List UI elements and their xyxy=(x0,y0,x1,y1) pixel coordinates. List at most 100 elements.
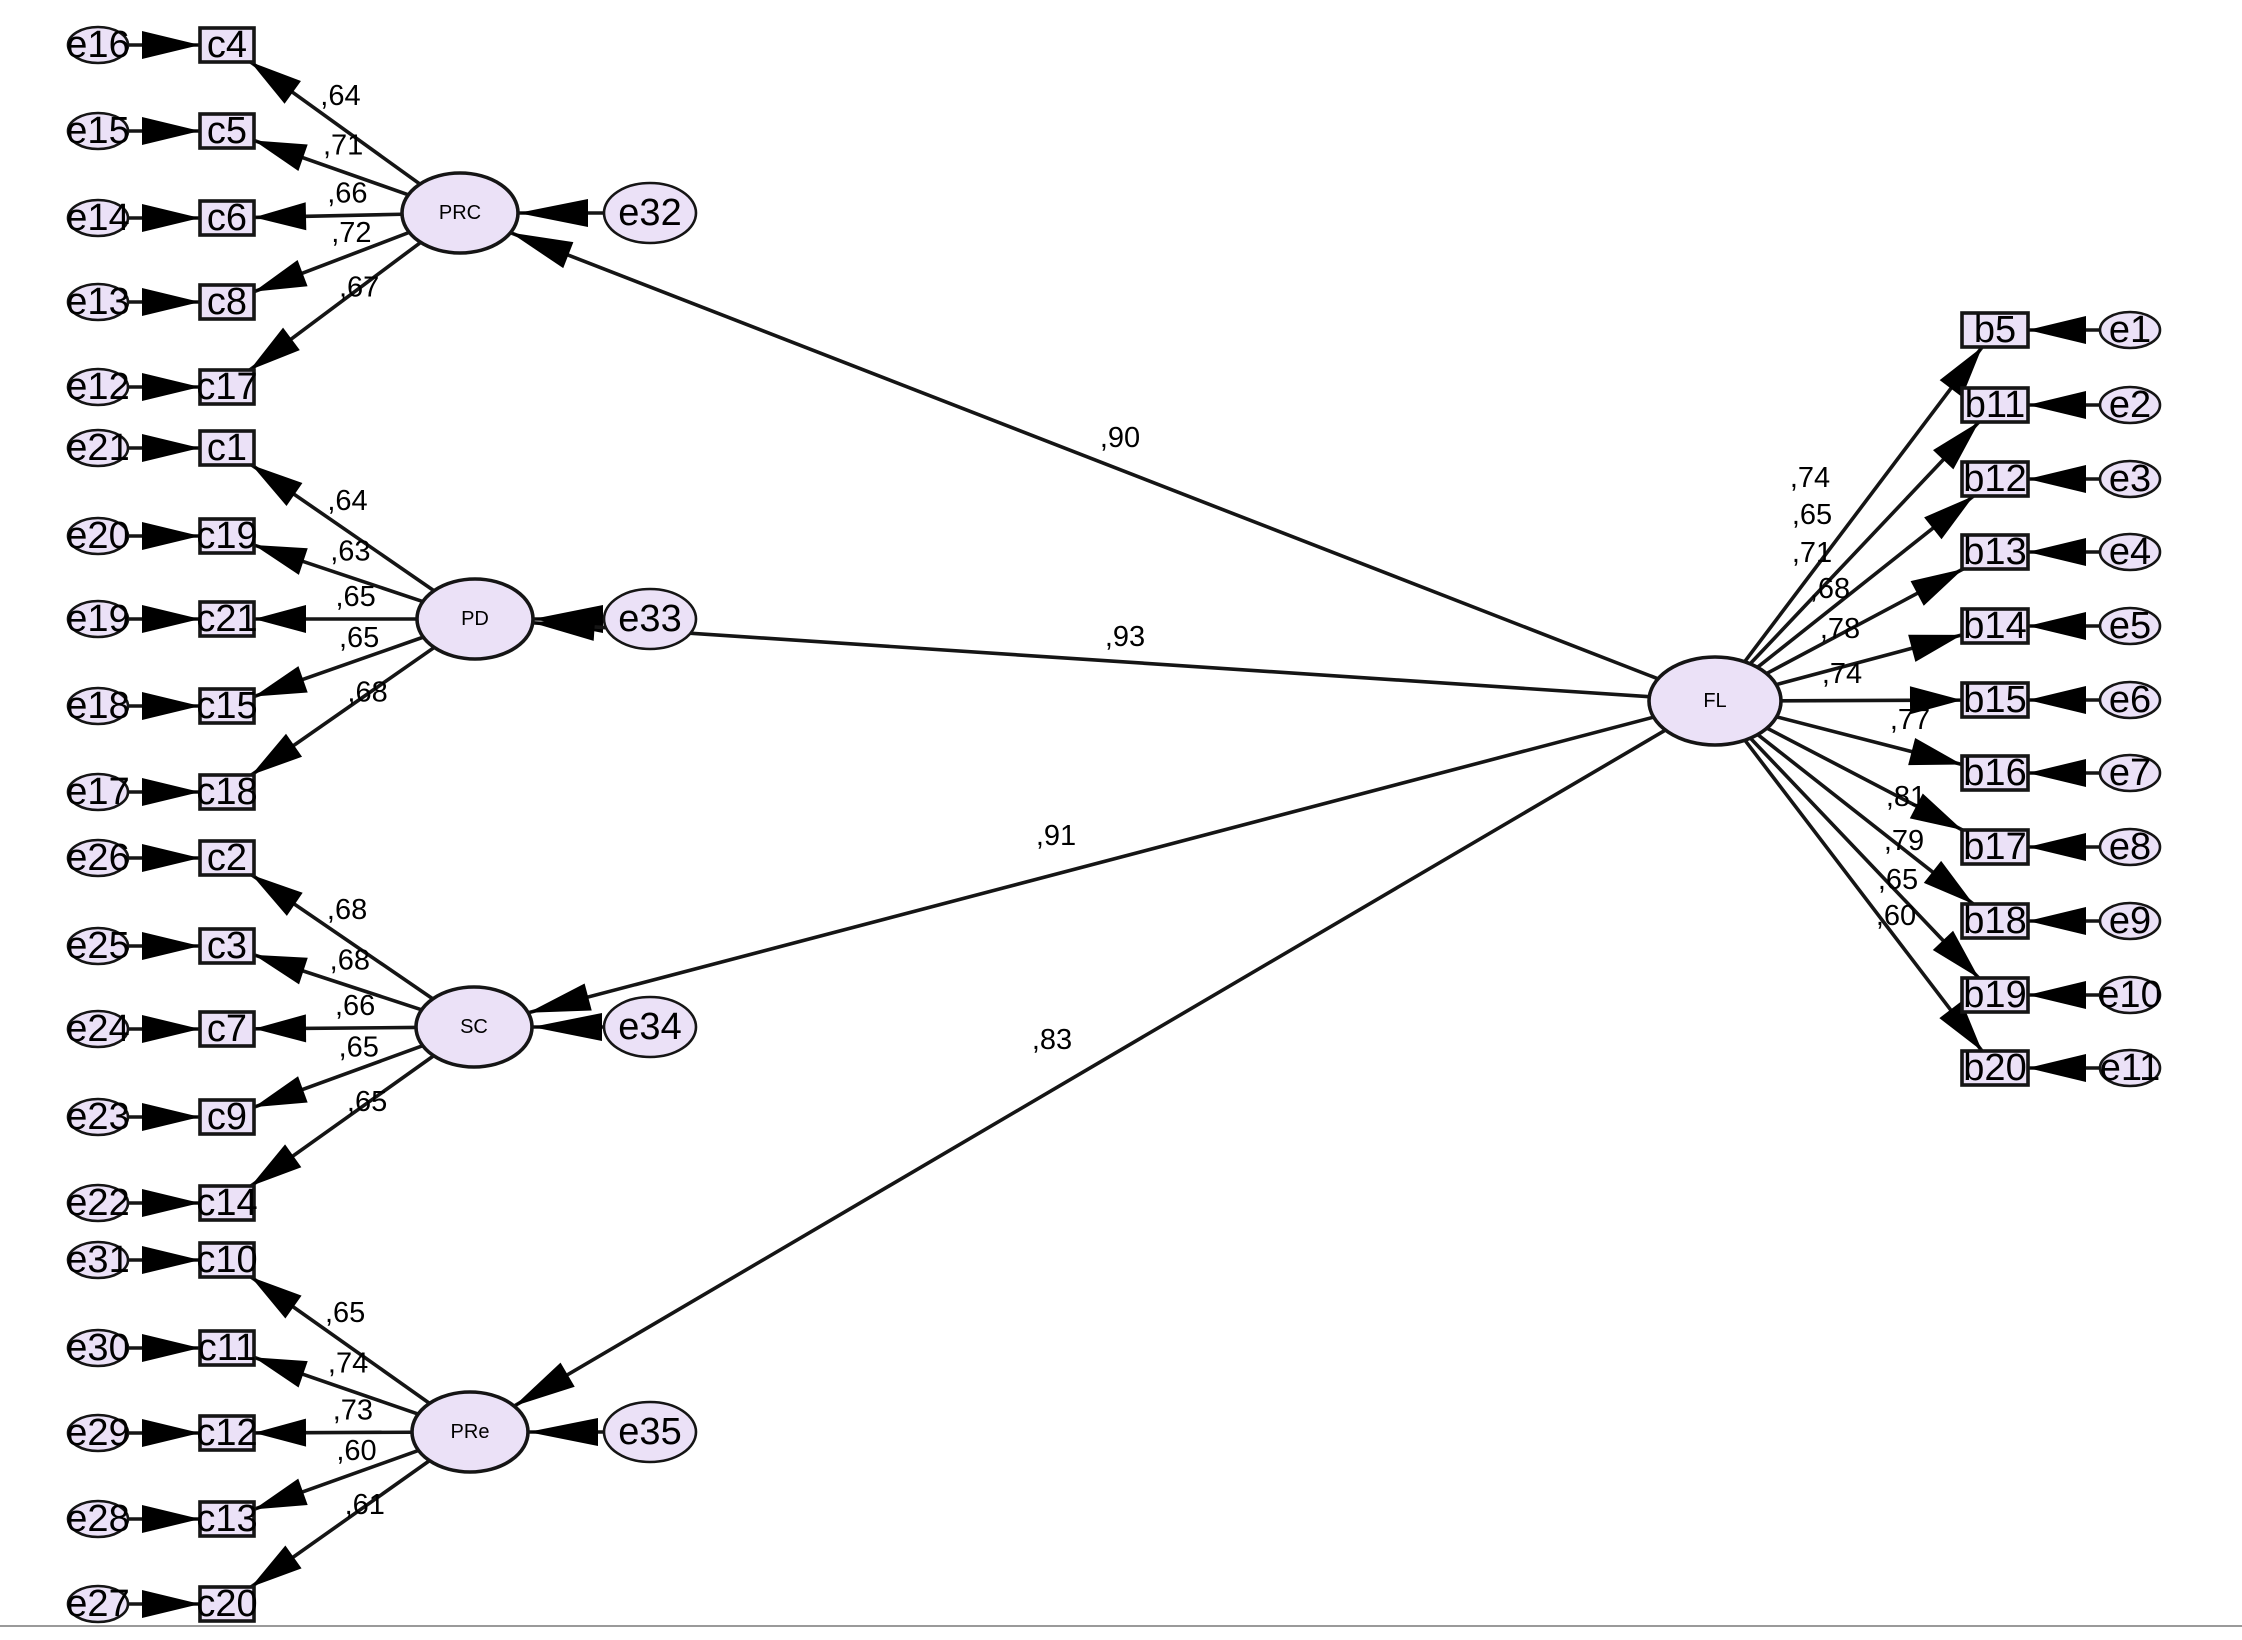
indicator-label-b5: b5 xyxy=(1974,309,2016,351)
loading-coef-b15: ,74 xyxy=(1822,658,1862,690)
indicator-box-b12 xyxy=(1960,460,2030,498)
error-arrowhead-e9 xyxy=(2028,907,2086,935)
loading-coef-c21: ,65 xyxy=(335,581,375,613)
latent-label-prc: PRC xyxy=(439,202,481,224)
loading-path-b20 xyxy=(1743,739,1984,1053)
indicator-error-e17 xyxy=(66,772,130,812)
indicator-error-e30 xyxy=(66,1328,130,1368)
indicator-box-c21 xyxy=(198,600,256,638)
indicator-box-c20 xyxy=(198,1585,256,1623)
loading-arrowhead-c15 xyxy=(254,666,308,697)
error-arrowhead-e7 xyxy=(2028,759,2086,787)
indicator-error-label-e10: e10 xyxy=(2098,974,2161,1016)
indicator-error-e25 xyxy=(66,926,130,966)
error-arrowhead-e21 xyxy=(142,434,200,462)
loading-arrowhead-b19 xyxy=(1932,930,1979,978)
indicator-error-label-e26: e26 xyxy=(66,837,129,879)
loading-arrowhead-b16 xyxy=(1908,738,1962,766)
indicator-error-label-e30: e30 xyxy=(66,1327,129,1369)
error-arrowhead-e27 xyxy=(142,1590,200,1618)
indicator-error-label-e20: e20 xyxy=(66,515,129,557)
loading-arrowhead-b13 xyxy=(1910,569,1964,606)
error-arrowhead-e24 xyxy=(142,1015,200,1043)
indicator-label-b15: b15 xyxy=(1963,679,2026,721)
structural-path-prc xyxy=(509,230,1659,681)
error-arrowhead-e14 xyxy=(142,204,200,232)
error-arrowhead-e26 xyxy=(142,844,200,872)
indicator-error-label-e15: e15 xyxy=(66,110,129,152)
indicator-error-label-e7: e7 xyxy=(2109,752,2151,794)
indicator-error-label-e27: e27 xyxy=(66,1583,129,1625)
indicator-error-label-e8: e8 xyxy=(2109,826,2151,868)
loading-arrowhead-b20 xyxy=(1939,1001,1983,1051)
indicator-error-label-e17: e17 xyxy=(66,771,129,813)
error-arrowhead-e28 xyxy=(142,1505,200,1533)
structural-arrowhead-sc xyxy=(528,983,592,1013)
indicator-label-c12: c12 xyxy=(196,1412,257,1454)
latent-error-e35 xyxy=(602,1400,698,1464)
latent-label-sc: SC xyxy=(460,1016,488,1038)
loading-path-b5 xyxy=(1743,345,1984,663)
indicator-error-label-e16: e16 xyxy=(66,24,129,66)
indicator-error-label-e4: e4 xyxy=(2109,531,2151,573)
loading-coef-c15: ,65 xyxy=(339,622,379,654)
indicator-error-e2 xyxy=(2098,385,2162,425)
loading-arrowhead-c14 xyxy=(250,1144,302,1186)
loading-arrowhead-c13 xyxy=(254,1478,308,1510)
indicator-label-c7: c7 xyxy=(207,1008,247,1050)
loading-arrowhead-c21 xyxy=(254,605,306,633)
latent-error-label-e34: e34 xyxy=(618,1006,681,1048)
indicator-label-c10: c10 xyxy=(196,1239,257,1281)
indicator-error-label-e29: e29 xyxy=(66,1412,129,1454)
indicator-error-label-e1: e1 xyxy=(2109,309,2151,351)
loading-coef-c1: ,64 xyxy=(327,485,367,517)
loading-coef-c12: ,73 xyxy=(333,1395,373,1427)
loading-coef-c9: ,65 xyxy=(339,1031,379,1063)
loading-arrowhead-c7 xyxy=(254,1014,307,1043)
loading-path-b19 xyxy=(1749,736,1981,980)
loading-arrowhead-c18 xyxy=(251,733,303,775)
indicator-error-e24 xyxy=(66,1009,130,1049)
indicator-box-c3 xyxy=(198,927,256,965)
error-arrowhead-e31 xyxy=(142,1246,200,1274)
indicator-error-label-e22: e22 xyxy=(66,1182,129,1224)
error-arrowhead-e18 xyxy=(142,692,200,720)
loading-arrowhead-b18 xyxy=(1923,860,1974,904)
loading-coef-c10: ,65 xyxy=(325,1297,365,1329)
structural-coef-sc: ,91 xyxy=(1036,820,1076,852)
loading-coef-b14: ,78 xyxy=(1820,613,1860,645)
indicator-label-c2: c2 xyxy=(207,837,247,879)
disturbance-arrowhead-e32 xyxy=(518,199,588,227)
loading-coef-b5: ,74 xyxy=(1790,462,1830,494)
indicator-error-e10 xyxy=(2098,975,2162,1015)
loading-arrowhead-c4 xyxy=(250,62,301,104)
loading-coef-c4: ,64 xyxy=(320,80,360,112)
loading-coef-c17: ,67 xyxy=(339,271,379,303)
latent-error-e33 xyxy=(602,587,698,651)
indicator-error-label-e31: e31 xyxy=(66,1239,129,1281)
loading-arrowhead-c19 xyxy=(254,545,308,575)
indicator-error-e22 xyxy=(66,1183,130,1223)
loading-coef-b18: ,79 xyxy=(1884,825,1924,857)
indicator-error-label-e12: e12 xyxy=(66,366,129,408)
structural-path-pd xyxy=(532,621,1650,699)
loading-coef-c2: ,68 xyxy=(327,894,367,926)
structural-arrowhead-pd xyxy=(532,612,596,641)
loading-arrowhead-c6 xyxy=(254,202,307,231)
loading-arrowhead-c3 xyxy=(254,954,308,985)
indicator-label-c5: c5 xyxy=(207,110,247,152)
error-arrowhead-e29 xyxy=(142,1419,200,1447)
structural-coef-pre: ,83 xyxy=(1032,1024,1072,1056)
indicator-error-label-e13: e13 xyxy=(66,281,129,323)
loading-arrowhead-c8 xyxy=(254,260,308,292)
indicator-error-e31 xyxy=(66,1240,130,1280)
loading-coef-c20: ,61 xyxy=(345,1489,385,1521)
latent-fl xyxy=(1647,655,1783,747)
indicator-box-c18 xyxy=(198,773,256,811)
indicator-error-e8 xyxy=(2098,827,2162,867)
indicator-box-c1 xyxy=(198,429,256,467)
error-arrowhead-e30 xyxy=(142,1334,200,1362)
indicator-label-c21: c21 xyxy=(196,598,257,640)
indicator-error-e20 xyxy=(66,516,130,556)
structural-arrowhead-pre xyxy=(514,1362,575,1407)
